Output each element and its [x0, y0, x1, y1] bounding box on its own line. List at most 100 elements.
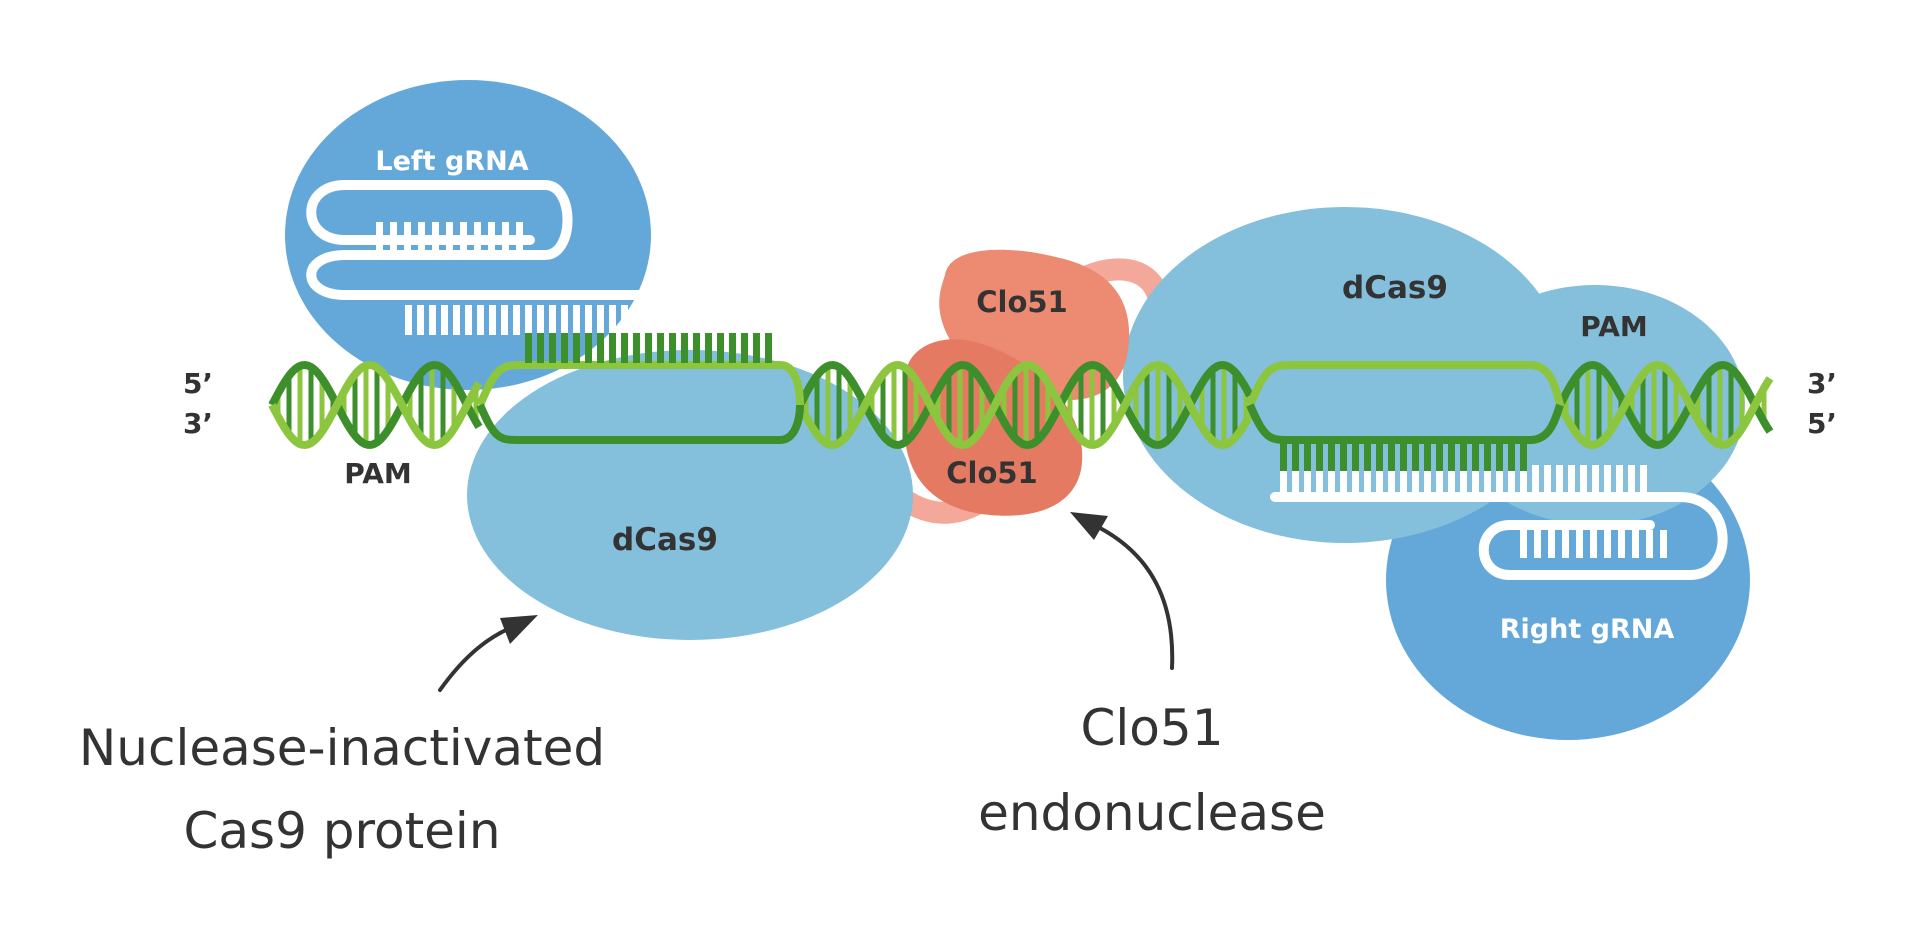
dna-bubble-top-right: [1246, 361, 1564, 407]
dna-backbone-strand-dark: [1556, 360, 1774, 449]
dna-target-base: [1340, 443, 1347, 471]
dna-target-base: [1472, 443, 1479, 471]
right-grna-spacer-base: [1508, 465, 1515, 493]
dna-target-base: [1376, 443, 1383, 471]
cas9-caption-line2: Cas9 protein: [183, 802, 500, 860]
left-grna-spacer-base: [525, 305, 532, 335]
dna-backbone-strand-light: [796, 360, 1254, 450]
right-grna-spacer-base: [1400, 465, 1407, 493]
left-grna-stem-base: [390, 222, 397, 250]
dna-target-base: [693, 333, 700, 363]
right-grna-spacer-base: [1616, 465, 1623, 493]
left-grna-spacer-base: [753, 305, 760, 335]
right-grna-spacer-base: [1628, 465, 1635, 493]
right-grna-spacer-base: [1568, 465, 1575, 493]
left-grna-stem-base: [446, 222, 453, 250]
right-grna-stem-base: [1646, 530, 1653, 558]
right-grna-strand: [1270, 492, 1728, 580]
dcas9-right-label: dCas9: [1342, 270, 1448, 306]
dna-backbone-strand-dark: [796, 360, 1254, 450]
left-grna-spacer-base: [609, 305, 616, 335]
dna-target-base: [1448, 443, 1455, 471]
left-grna-spacer-base: [705, 305, 712, 335]
right-grna-spacer-base: [1412, 465, 1419, 493]
dcas9-left-label: dCas9: [612, 522, 718, 558]
dna-target-base: [765, 333, 772, 363]
left-grna-label: Left gRNA: [375, 146, 528, 177]
dna-target-base: [1496, 443, 1503, 471]
dna-target-base: [621, 333, 628, 363]
dna-target-base: [717, 333, 724, 363]
pam-left-label: PAM: [344, 457, 411, 490]
right-grna-stem-base: [1562, 530, 1569, 558]
right-grna-spacer-base: [1556, 465, 1563, 493]
right-grna-spacer-base: [1436, 465, 1443, 493]
dna-target-base: [1460, 443, 1467, 471]
left-grna-stem-base: [502, 222, 509, 250]
right-grna-spacer-base: [1304, 465, 1311, 493]
left-grna-spacer-base: [633, 305, 640, 335]
dna-target-base: [1400, 443, 1407, 471]
dcas9-left-blob: [467, 350, 913, 640]
dna-target-base: [741, 333, 748, 363]
right-grna-spacer-base: [1280, 465, 1287, 493]
left-grna-spacer-base: [453, 305, 460, 335]
right-grna-spacer-base: [1580, 465, 1587, 493]
left-grna-spacer-base: [513, 305, 520, 335]
right-grna-spacer-base: [1496, 465, 1503, 493]
left-grna-spacer-base: [657, 305, 664, 335]
right-grna-spacer-base: [1376, 465, 1383, 493]
left-grna-spacer-base: [741, 305, 748, 335]
left-grna-spacer-base: [597, 305, 604, 335]
dna-target-base: [1436, 443, 1443, 471]
left-grna-stem-base: [516, 222, 523, 250]
left-grna-stem-base: [488, 222, 495, 250]
dna-target-base: [561, 333, 568, 363]
dna-target-base: [705, 333, 712, 363]
dna-double-helix: [268, 333, 1774, 471]
right-grna-spacer-base: [1592, 465, 1599, 493]
right-grna-spacer-base: [1328, 465, 1335, 493]
clo51-caption-line1: Clo51: [1080, 699, 1223, 757]
left-grna-spacer-base: [501, 305, 508, 335]
right-grna-spacer-base: [1544, 465, 1551, 493]
dna-target-base: [753, 333, 760, 363]
dna-target-base: [549, 333, 556, 363]
cas9-callout-arrow-line: [438, 623, 520, 692]
dna-bubble-bottom-right: [1246, 403, 1564, 444]
right-grna-stem-base: [1660, 530, 1667, 558]
left-grna-spacer-base: [477, 305, 484, 335]
dna-target-base: [573, 333, 580, 363]
left-grna-spacer-base: [717, 305, 724, 335]
dna-target-base: [1328, 443, 1335, 471]
dna-target-base: [729, 333, 736, 363]
clo51-callout-arrow-line: [1098, 526, 1175, 670]
right-grna-spacer-base: [1604, 465, 1611, 493]
dna-target-base: [585, 333, 592, 363]
right-grna-spacer-base: [1352, 465, 1359, 493]
dna-target-base: [1484, 443, 1491, 471]
dna-target-base: [609, 333, 616, 363]
right-grna-spacer-base: [1388, 465, 1395, 493]
dna-target-base: [1412, 443, 1419, 471]
left-grna-stem-base: [474, 222, 481, 250]
dna-target-base: [1280, 443, 1287, 471]
left-grna-stem-base: [404, 222, 411, 250]
dna-target-base: [1352, 443, 1359, 471]
left-grna-stem-base: [376, 222, 383, 250]
left-grna-strand: [306, 180, 780, 300]
clo51-top-label: Clo51: [976, 285, 1068, 319]
dna-target-base: [633, 333, 640, 363]
right-grna-stem-base: [1576, 530, 1583, 558]
left-grna-stem-base: [432, 222, 439, 250]
right-grna-stem-base: [1548, 530, 1555, 558]
left-grna-spacer-base: [429, 305, 436, 335]
dna-backbone-strand-dark: [268, 360, 483, 449]
dna-target-base: [525, 333, 532, 363]
left-grna-spacer-base: [405, 305, 412, 335]
dna-target-base: [1388, 443, 1395, 471]
dna-target-base: [1520, 443, 1527, 471]
left-grna-spacer-base: [645, 305, 652, 335]
left-grna-spacer-base: [465, 305, 472, 335]
